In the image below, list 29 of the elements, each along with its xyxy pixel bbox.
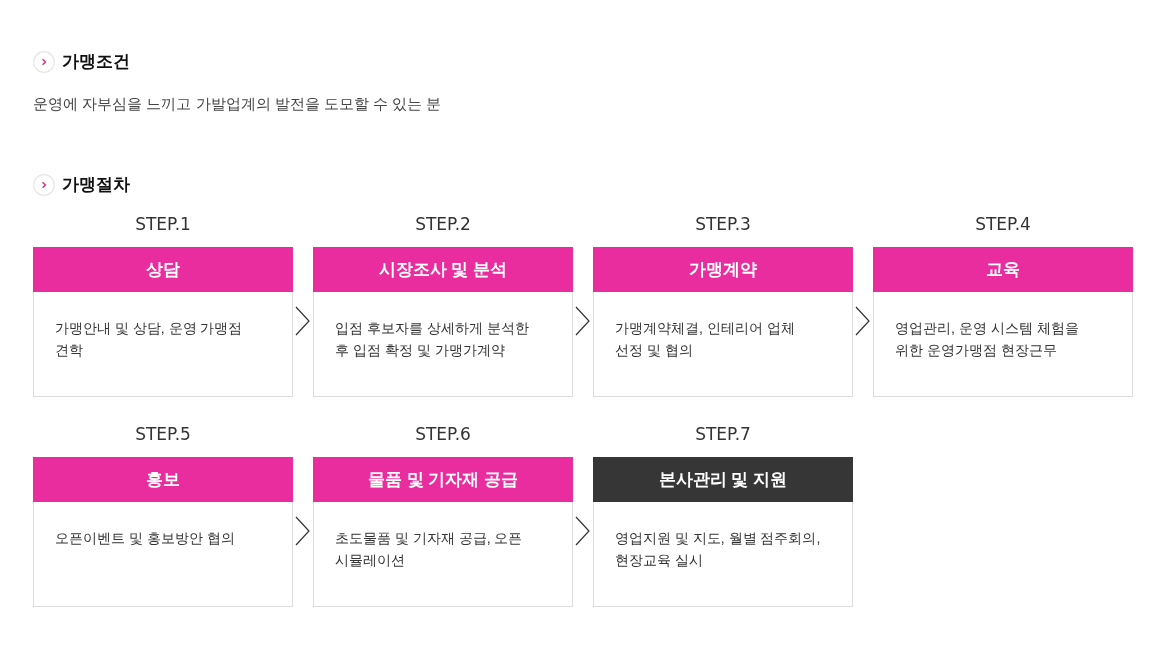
step-number: STEP.4 [975, 213, 1031, 236]
chevron-arrow [575, 306, 590, 336]
step-number: STEP.7 [695, 423, 751, 446]
section-heading: 가맹절차 [62, 174, 130, 196]
step-description: 입점 후보자를 상세하게 분석한 후 입점 확정 및 가맹가계약 [335, 319, 530, 360]
step-title-band: 홍보 [33, 457, 293, 502]
chevron-arrow [855, 306, 870, 336]
chevron-arrow [295, 516, 310, 546]
step-title-band: 교육 [873, 247, 1133, 292]
step-description: 초도물품 및 기자재 공급, 오픈 시뮬레이션 [335, 529, 524, 570]
step-description: 오픈이벤트 및 홍보방안 협의 [55, 529, 236, 548]
chevron-arrow [575, 516, 590, 546]
step-title-band: 가맹계약 [593, 247, 853, 292]
step-title-band: 본사관리 및 지원 [593, 457, 853, 502]
step-number: STEP.3 [695, 213, 751, 236]
step-description: 영업관리, 운영 시스템 체험을 위한 운영가맹점 현장근무 [895, 319, 1080, 360]
condition-text: 운영에 자부심을 느끼고 가발업계의 발전을 도모할 수 있는 분 [33, 94, 442, 114]
step-number: STEP.5 [135, 423, 191, 446]
step-number: STEP.1 [135, 213, 191, 236]
chevron-arrow [295, 306, 310, 336]
step-title-band: 시장조사 및 분석 [313, 247, 573, 292]
step-description: 가맹안내 및 상담, 운영 가맹점 견학 [55, 319, 244, 360]
step-title-band: 물품 및 기자재 공급 [313, 457, 573, 502]
step-description: 가맹계약체결, 인테리어 업체 선정 및 협의 [615, 319, 796, 360]
step-number: STEP.6 [415, 423, 471, 446]
step-title-band: 상담 [33, 247, 293, 292]
step-number: STEP.2 [415, 213, 471, 236]
section-heading: 가맹조건 [62, 51, 130, 73]
step-description: 영업지원 및 지도, 월별 점주회의, 현장교육 실시 [615, 529, 822, 570]
